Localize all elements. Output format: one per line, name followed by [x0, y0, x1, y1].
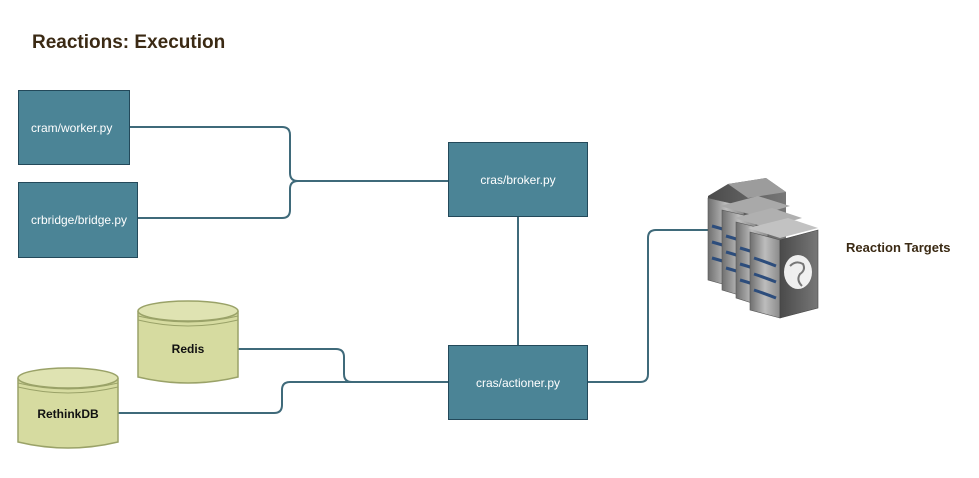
- connector-worker-broker: [130, 126, 448, 182]
- rethinkdb-cylinder: [17, 367, 119, 449]
- broker-node: cras/broker.py: [448, 142, 588, 217]
- redis-label: Redis: [171, 342, 205, 356]
- page-title: Reactions: Execution: [32, 32, 226, 53]
- redis-cylinder: [137, 300, 239, 384]
- rethinkdb-label: RethinkDB: [37, 407, 99, 421]
- broker-node-label: cras/broker.py: [480, 172, 556, 187]
- connector-redis-actioner: [238, 348, 448, 383]
- actioner-node: cras/actioner.py: [448, 345, 588, 420]
- bridge-node-label: crbridge/bridge.py: [31, 213, 128, 227]
- actioner-node-label: cras/actioner.py: [475, 375, 561, 390]
- connector-bridge-broker: [138, 180, 299, 219]
- worker-node-label: cram/worker.py: [31, 120, 113, 135]
- reaction-targets-label: Reaction Targets: [846, 240, 951, 255]
- connector-rethinkdb-actioner: [118, 381, 448, 414]
- worker-node: cram/worker.py: [18, 90, 130, 165]
- connector-actioner-targets: [588, 229, 712, 383]
- bridge-node: crbridge/bridge.py: [18, 182, 138, 258]
- server-rack-icon: [707, 178, 819, 319]
